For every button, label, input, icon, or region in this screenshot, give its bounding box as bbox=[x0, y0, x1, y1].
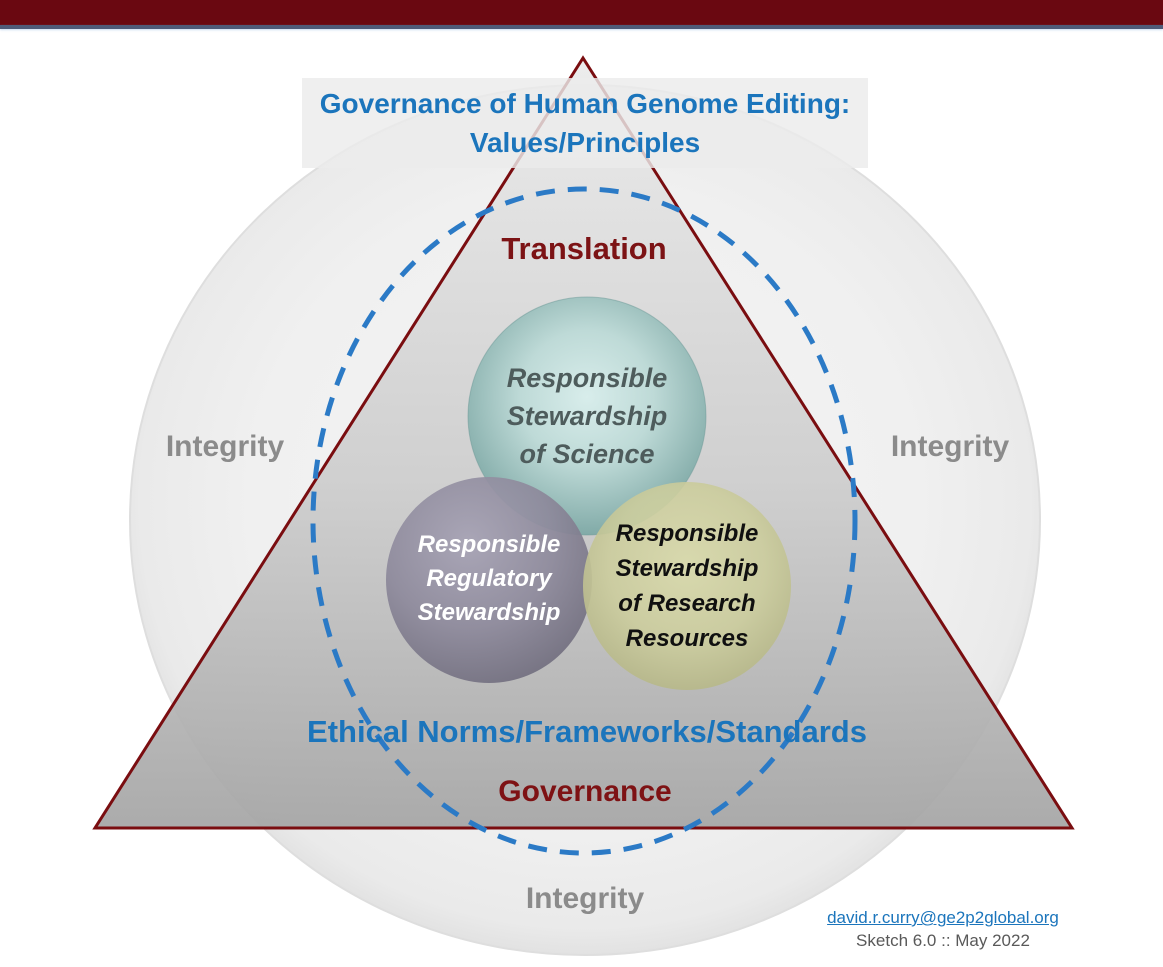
venn-label-science: Responsible Stewardship of Science bbox=[507, 359, 668, 473]
footer: david.r.curry@ge2p2global.org Sketch 6.0… bbox=[818, 908, 1068, 951]
venn-label-science-line-2: Stewardship bbox=[506, 401, 668, 431]
venn-label-research-line-2: Stewardship bbox=[615, 555, 759, 582]
venn-label-science-line-3: of Science bbox=[519, 439, 655, 469]
venn-circle-regulatory bbox=[386, 477, 592, 683]
venn-label-regulatory-line-1: Responsible bbox=[417, 531, 561, 558]
title-box: Governance of Human Genome Editing: Valu… bbox=[302, 78, 868, 168]
venn-label-science-line-1: Responsible bbox=[506, 363, 668, 393]
footer-email-link[interactable]: david.r.curry@ge2p2global.org bbox=[827, 908, 1059, 927]
label-integrity-left: Integrity bbox=[165, 430, 285, 463]
top-bar-accent-line bbox=[0, 25, 1163, 29]
label-integrity-bottom: Integrity bbox=[525, 882, 645, 915]
venn-label-research-line-4: Resources bbox=[625, 625, 749, 652]
venn-label-regulatory-line-3: Stewardship bbox=[417, 599, 561, 626]
venn-label-research: Responsible Stewardship of Research Reso… bbox=[616, 516, 759, 656]
label-translation: Translation bbox=[501, 231, 667, 266]
footer-version: Sketch 6.0 :: May 2022 bbox=[856, 931, 1030, 950]
label-integrity-right: Integrity bbox=[890, 430, 1010, 463]
venn-label-regulatory-line-2: Regulatory bbox=[426, 565, 552, 592]
top-bar bbox=[0, 0, 1163, 25]
title-line-1: Governance of Human Genome Editing: bbox=[319, 88, 851, 119]
venn-label-research-line-3: of Research bbox=[618, 590, 756, 617]
venn-circle-research bbox=[583, 482, 791, 690]
label-ethical-norms: Ethical Norms/Frameworks/Standards bbox=[307, 714, 867, 749]
venn-label-regulatory: Responsible Regulatory Stewardship bbox=[418, 528, 561, 630]
values-dashed-circle bbox=[310, 186, 858, 856]
venn-label-research-line-1: Responsible bbox=[615, 520, 759, 547]
venn-circle-science bbox=[467, 296, 707, 536]
label-governance: Governance bbox=[498, 775, 672, 808]
title-line-2: Values/Principles bbox=[469, 127, 701, 158]
